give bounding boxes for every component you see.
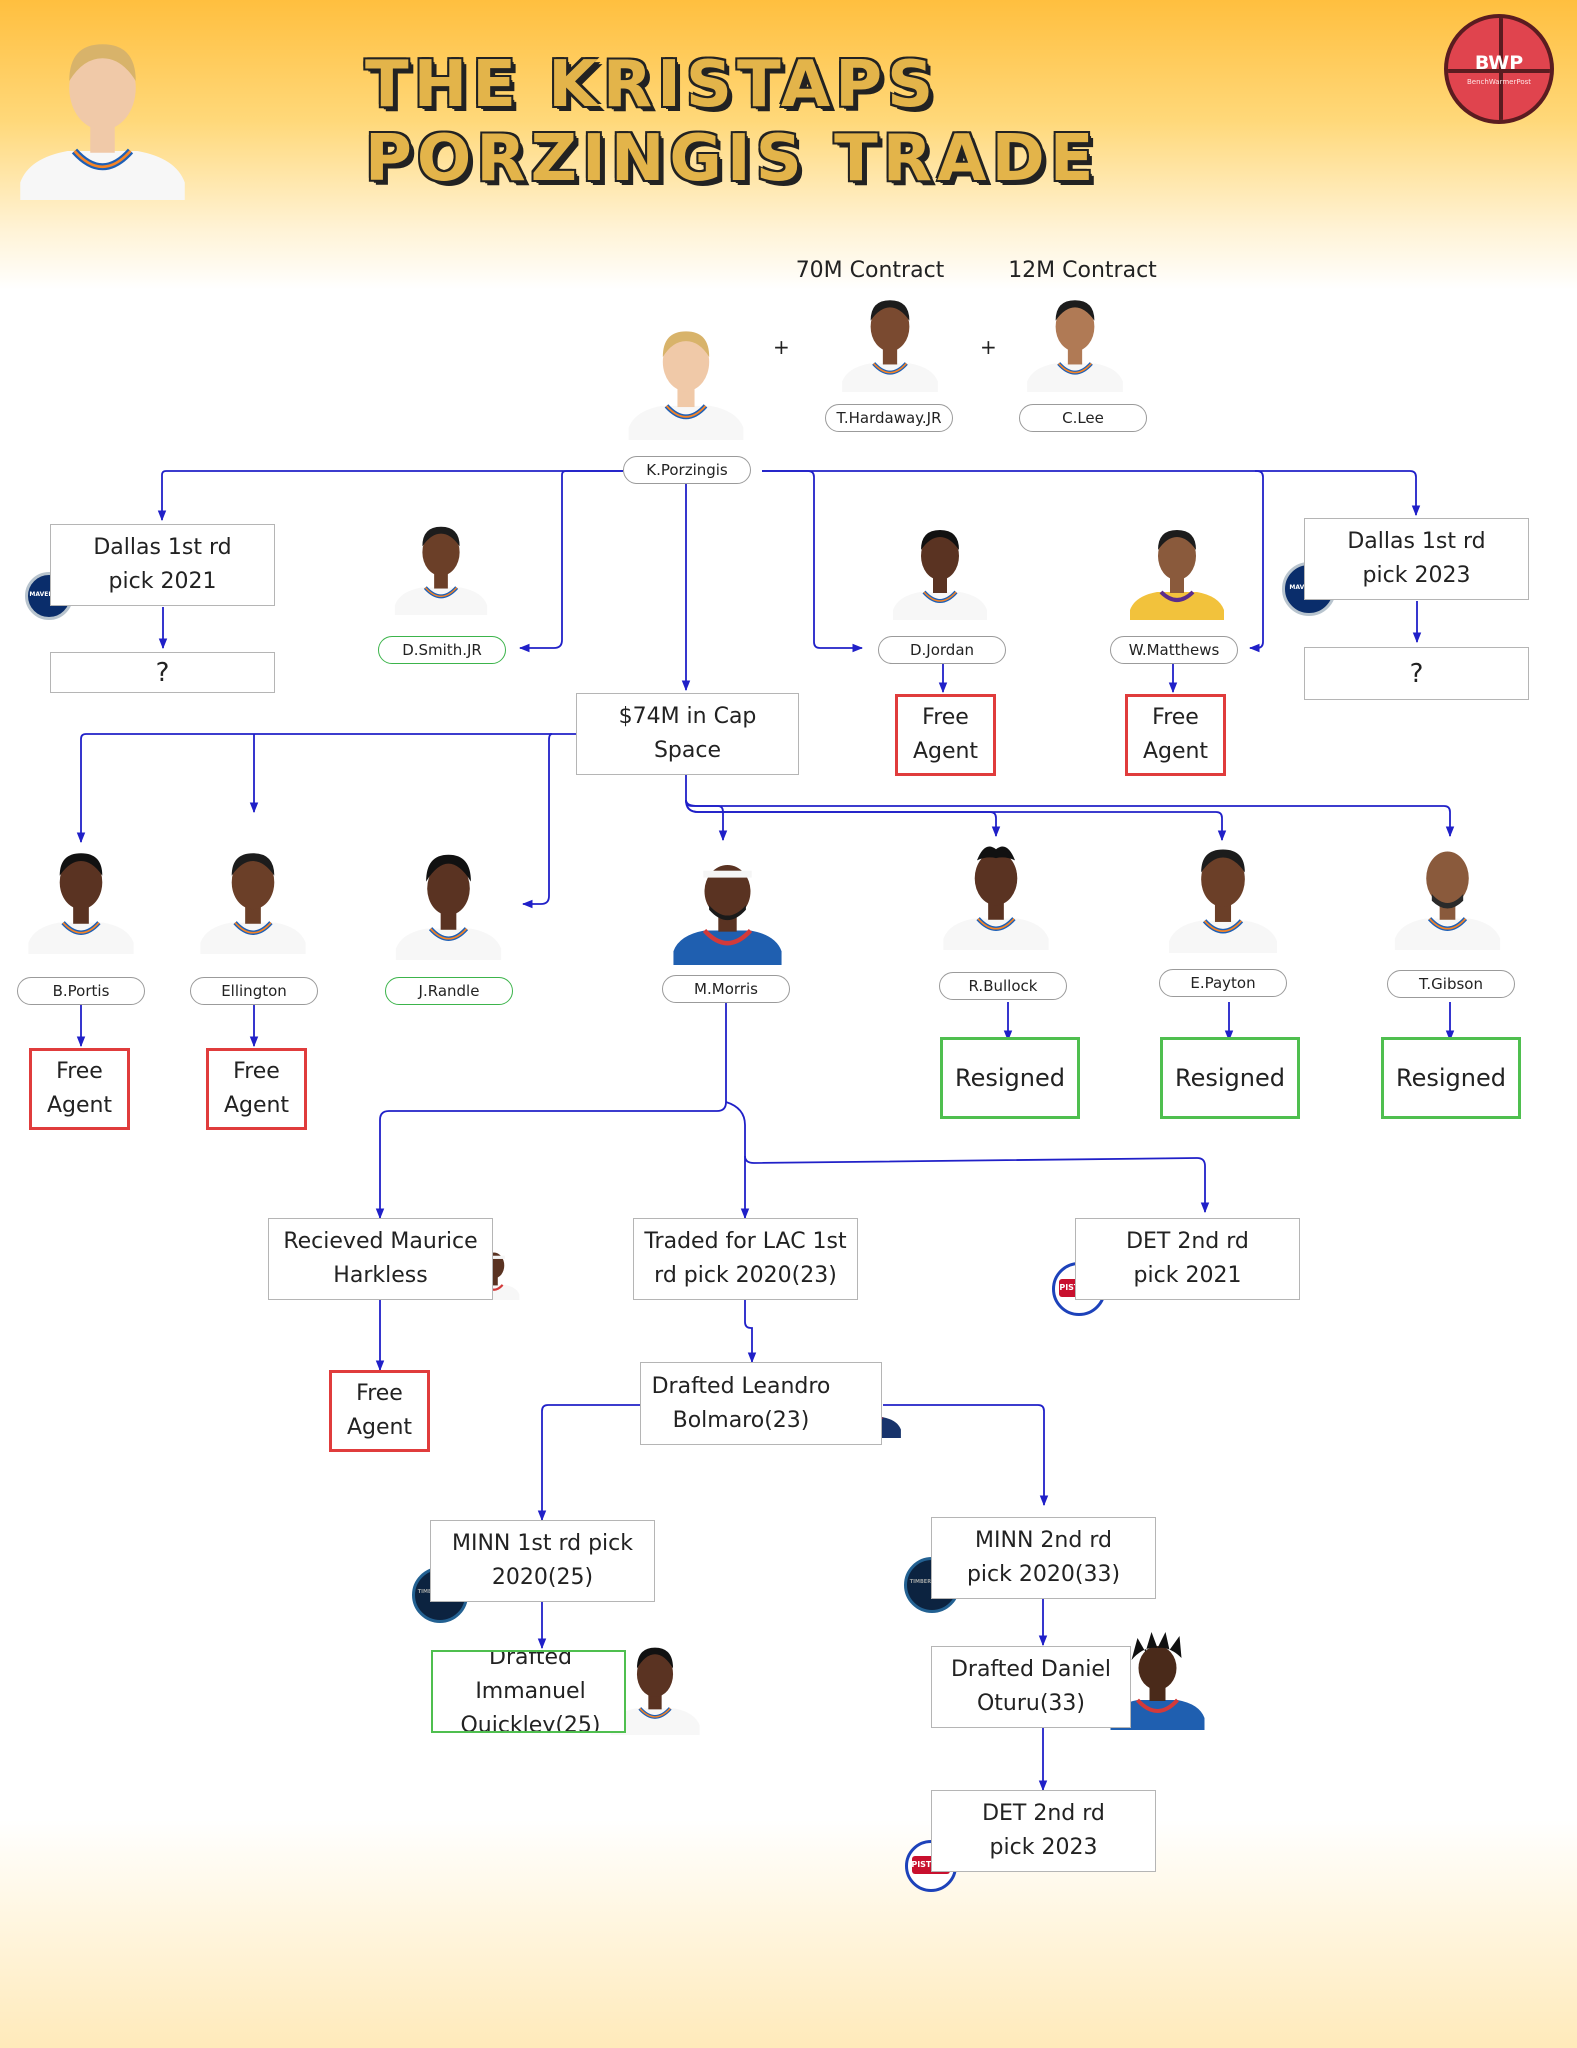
dallas-pick-2021-unknown: ? xyxy=(50,652,275,693)
oturu-box: Drafted Daniel Oturu(33) xyxy=(931,1646,1131,1728)
player-headshot-icon xyxy=(660,850,795,965)
player-label-smith: D.Smith.JR xyxy=(378,636,506,664)
basketball-icon: BWP BenchWarmerPost xyxy=(1444,14,1554,124)
player-headshot-icon xyxy=(880,520,1000,620)
minn-pick-1st-box: MINN 1st rd pick 2020(25) xyxy=(430,1520,655,1602)
gibson-resigned-box: Resigned xyxy=(1381,1037,1521,1119)
page-title: THE KRISTAPS PORZINGIS TRADE xyxy=(365,48,1099,196)
team-logo-label: PISTONS xyxy=(908,1860,954,1869)
quickley-box: Drafted Immanuel Quickley(25) xyxy=(431,1650,626,1733)
player-label-porzingis: K.Porzingis xyxy=(623,456,751,484)
plus-sign: + xyxy=(980,335,997,359)
det-pick-2023-box: DET 2nd rd pick 2023 xyxy=(931,1790,1156,1872)
plus-sign: + xyxy=(773,335,790,359)
brand-tagline: BenchWarmerPost xyxy=(1467,78,1531,86)
dallas-pick-2023-box: Dallas 1st rd pick 2023 xyxy=(1304,518,1529,600)
player-headshot-icon xyxy=(625,315,747,443)
contract-caption: 12M Contract xyxy=(1008,258,1157,283)
harkless-box: Recieved Maurice Harkless xyxy=(268,1218,493,1300)
matthews-free-agent-box: Free Agent xyxy=(1125,694,1226,776)
bullock-resigned-box: Resigned xyxy=(940,1037,1080,1119)
player-headshot-icon xyxy=(1117,520,1237,620)
player-label-morris: M.Morris xyxy=(662,975,790,1003)
player-headshot-icon xyxy=(1380,838,1515,950)
dallas-pick-2021-box: Dallas 1st rd pick 2021 xyxy=(50,524,275,606)
player-label-gibson: T.Gibson xyxy=(1387,970,1515,998)
player-headshot-icon xyxy=(386,848,511,960)
player-headshot-icon xyxy=(830,290,950,392)
harkless-free-agent-box: Free Agent xyxy=(329,1370,430,1452)
det-pick-2021-box: DET 2nd rd pick 2021 xyxy=(1075,1218,1300,1300)
player-label-hardaway: T.Hardaway.JR xyxy=(825,404,953,432)
brand-logo-text: BWP xyxy=(1474,52,1524,74)
cap-space-box: $74M in Cap Space xyxy=(576,693,799,775)
ellington-free-agent-box: Free Agent xyxy=(206,1048,307,1130)
payton-resigned-box: Resigned xyxy=(1160,1037,1300,1119)
player-label-portis: B.Portis xyxy=(17,977,145,1005)
player-headshot-icon xyxy=(15,25,190,200)
bolmaro-box: Drafted Leandro Bolmaro(23) xyxy=(640,1362,882,1445)
player-headshot-icon xyxy=(1015,290,1135,392)
player-label-lee: C.Lee xyxy=(1019,404,1147,432)
player-headshot-icon xyxy=(605,1640,705,1735)
player-headshot-icon xyxy=(385,517,497,615)
player-headshot-icon xyxy=(1158,838,1288,953)
player-headshot-icon xyxy=(937,838,1055,950)
player-headshot-icon xyxy=(1105,1630,1210,1730)
lac-pick-box: Traded for LAC 1st rd pick 2020(23) xyxy=(633,1218,858,1300)
player-label-jordan: D.Jordan xyxy=(878,636,1006,664)
portis-free-agent-box: Free Agent xyxy=(29,1048,130,1130)
player-label-randle: J.Randle xyxy=(385,977,513,1005)
dallas-pick-2023-unknown: ? xyxy=(1304,647,1529,700)
player-label-ellington: Ellington xyxy=(190,977,318,1005)
minn-pick-2nd-box: MINN 2nd rd pick 2020(33) xyxy=(931,1517,1156,1599)
contract-caption: 70M Contract xyxy=(795,258,945,283)
player-headshot-icon xyxy=(25,842,137,954)
team-logo-label: MAVERICKS xyxy=(29,591,69,598)
player-headshot-icon xyxy=(197,842,309,954)
player-label-bullock: R.Bullock xyxy=(939,972,1067,1000)
jordan-free-agent-box: Free Agent xyxy=(895,694,996,776)
player-label-matthews: W.Matthews xyxy=(1110,636,1238,664)
player-label-payton: E.Payton xyxy=(1159,969,1287,997)
